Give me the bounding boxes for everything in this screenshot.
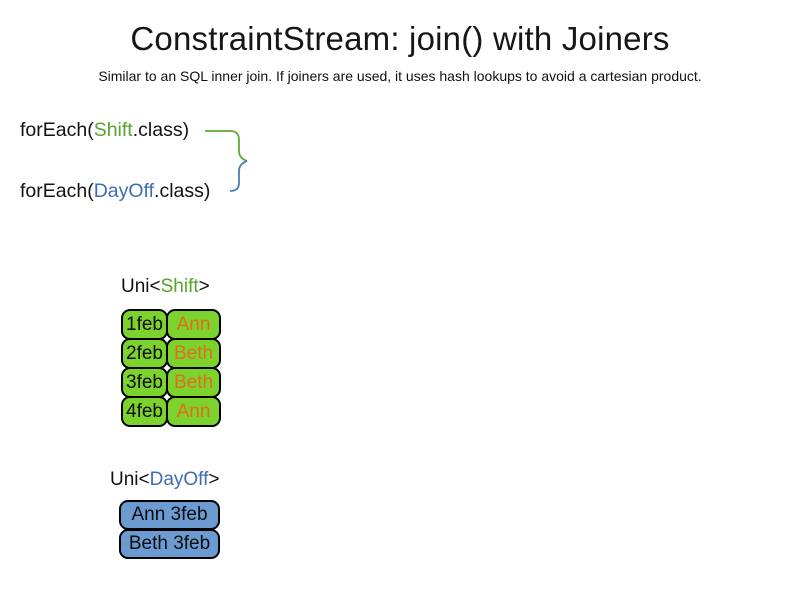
connector-blue-path (229, 160, 248, 192)
code-foreach-shift: forEach(Shift.class) (20, 119, 189, 142)
code-foreach-dayoff: forEach(DayOff.class) (20, 180, 210, 203)
slide-title: ConstraintStream: join() with Joiners (130, 20, 670, 57)
uni-dayoff-class-name: DayOff (149, 469, 209, 490)
shift-table-row: 3feb Beth (121, 367, 221, 398)
slide-subtitle: Similar to an SQL inner join. If joiners… (98, 68, 702, 84)
uni-dayoff-label: Uni<DayOff> (110, 469, 220, 491)
code-shift-class-name: Shift (93, 119, 133, 141)
dayoff-table-row: Beth 3feb (119, 529, 220, 559)
dayoff-table: Ann 3feb Beth 3feb (119, 500, 220, 559)
shift-table: 1feb Ann 2feb Beth 3feb Beth 4feb Ann (121, 309, 221, 427)
dayoff-table-row: Ann 3feb (119, 500, 220, 530)
uni-shift-class-name: Shift (160, 276, 199, 297)
connector-green-path (205, 130, 248, 162)
code-prefix: forEach( (20, 180, 94, 202)
uni-label-suffix: > (208, 469, 220, 490)
code-suffix: .class) (154, 180, 211, 202)
shift-date-cell: 2feb (121, 338, 168, 369)
code-suffix: .class) (132, 119, 190, 141)
code-prefix: forEach( (20, 119, 94, 141)
shift-employee-cell: Beth (166, 338, 221, 369)
shift-employee-cell: Ann (166, 396, 221, 427)
uni-shift-label: Uni<Shift> (121, 276, 210, 298)
shift-date-cell: 1feb (121, 309, 168, 340)
uni-label-suffix: > (198, 276, 210, 297)
code-dayoff-class-name: DayOff (93, 180, 155, 202)
shift-date-cell: 3feb (121, 367, 168, 398)
shift-employee-cell: Beth (166, 367, 221, 398)
shift-table-row: 4feb Ann (121, 396, 221, 427)
shift-employee-cell: Ann (166, 309, 221, 340)
uni-label-prefix: Uni< (110, 469, 150, 490)
shift-table-row: 1feb Ann (121, 309, 221, 340)
uni-label-prefix: Uni< (121, 276, 161, 297)
shift-date-cell: 4feb (121, 396, 168, 427)
shift-table-row: 2feb Beth (121, 338, 221, 369)
